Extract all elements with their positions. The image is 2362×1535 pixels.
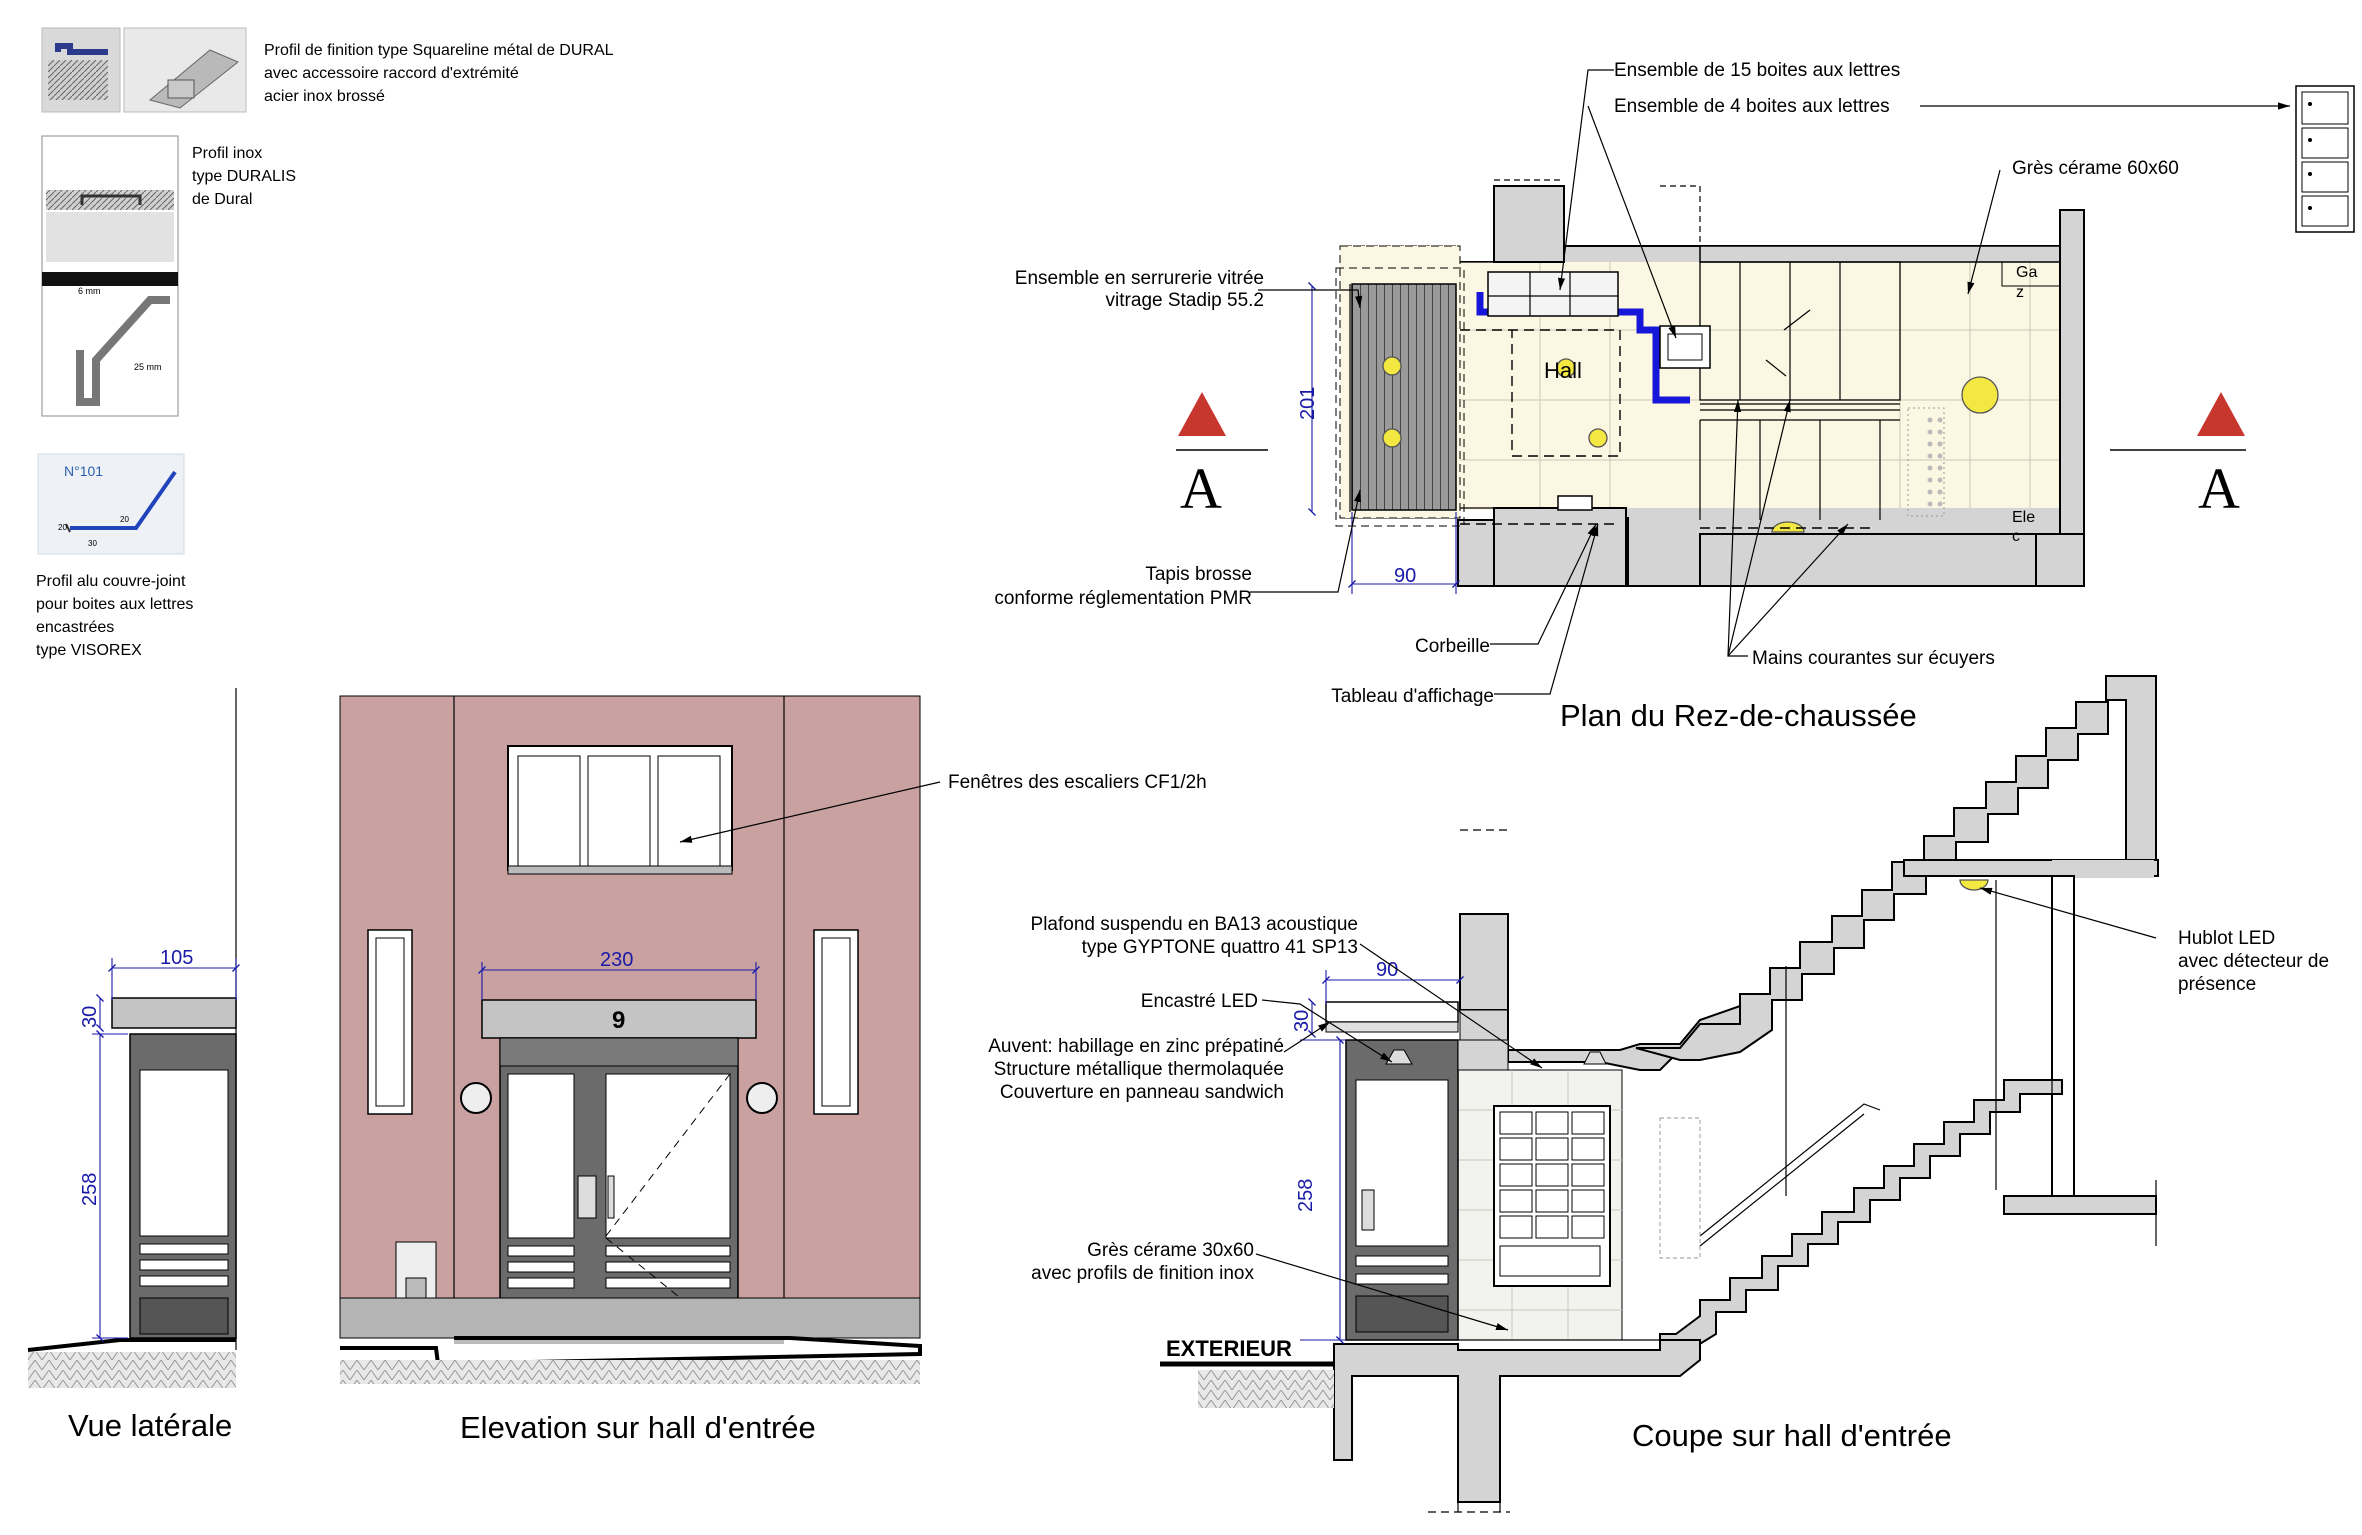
wall-lamp-left: [460, 1082, 492, 1114]
section-ground: [1333, 1339, 1701, 1503]
duralis-profile-image: 6 mm 25 mm: [41, 135, 179, 417]
side-view: 105 30 258 Vue latérale: [27, 688, 240, 1443]
label-serrurerie-2: vitrage Stadip 55.2: [1106, 290, 1264, 311]
section-canopy: [1325, 1001, 1459, 1023]
label-boites-15: Ensemble de 15 boites aux lettres: [1614, 60, 1900, 81]
profile2-line3: de Dural: [192, 191, 252, 208]
section-wall-upper: [1459, 913, 1509, 1011]
mailbox-set-plan: [1487, 271, 1711, 369]
canopy: [481, 999, 757, 1039]
label-encastre: Encastré LED: [1141, 991, 1258, 1012]
visorex-profile-image: N°101 20 30 20: [37, 453, 185, 555]
profile2-line1: Profil inox: [192, 145, 262, 162]
label-hublot-1: Hublot LED: [2178, 928, 2275, 949]
label-hublot-2: avec détecteur de: [2178, 951, 2329, 972]
label-tableau: Tableau d'affichage: [1331, 686, 1494, 707]
elevation-title: Elevation sur hall d'entrée: [460, 1410, 816, 1445]
gas-label-1: Ga: [2016, 264, 2037, 281]
label-gres-60: Grès cérame 60x60: [2012, 158, 2179, 179]
profile3-line3: encastrées: [36, 619, 114, 636]
profile1-line3: acier inox brossé: [264, 88, 385, 105]
visorex-dim-2: 30: [88, 539, 97, 548]
label-corbeille: Corbeille: [1415, 636, 1490, 657]
label-plafond-2: type GYPTONE quattro 41 SP13: [1082, 937, 1358, 958]
section-marker-right: A: [2110, 392, 2246, 521]
label-fenetres: Fenêtres des escaliers CF1/2h: [948, 772, 1207, 793]
section-letter-left: A: [1180, 456, 1222, 521]
ceiling-light-4: [1588, 428, 1608, 448]
profile2-line2: type DURALIS: [192, 168, 296, 185]
profile-details: Profil de finition type Squareline métal…: [36, 27, 614, 659]
label-tapis-2: conforme réglementation PMR: [994, 588, 1252, 609]
door-mat: [1351, 283, 1457, 511]
tactile-strip: [1927, 417, 1943, 507]
ceiling-light-2: [1382, 428, 1402, 448]
ceiling-light-1: [1382, 356, 1402, 376]
handrail: [1699, 1103, 1881, 1237]
visorex-dim-1: 20: [58, 523, 67, 532]
profile1-line2: avec accessoire raccord d'extrémité: [264, 65, 519, 82]
bin-plan: [1557, 495, 1593, 511]
label-gres-30-2: avec profils de finition inox: [1031, 1263, 1254, 1284]
dim-side-105: 105: [160, 947, 193, 969]
plan-title: Plan du Rez-de-chaussée: [1560, 698, 1917, 733]
ceiling-light-main: [1961, 376, 1999, 414]
label-serrurerie-1: Ensemble en serrurerie vitrée: [1015, 268, 1264, 289]
visorex-code: N°101: [64, 463, 103, 479]
hall-label: Hall: [1544, 358, 1582, 383]
dim-section-90: 90: [1376, 959, 1398, 981]
profile2-img-label2: 25 mm: [134, 362, 162, 372]
section-title: Coupe sur hall d'entrée: [1632, 1418, 1952, 1453]
gas-label-2: z: [2016, 284, 2024, 301]
dim-plan-90: 90: [1394, 565, 1416, 587]
building-number: 9: [612, 1007, 625, 1034]
label-auvent-3: Couverture en panneau sandwich: [1000, 1082, 1284, 1103]
dim-plan-201: 201: [1297, 387, 1319, 420]
dim-section-258: 258: [1295, 1179, 1317, 1212]
section-marker-left: A: [1176, 392, 1268, 521]
elec-label-2: c: [2012, 528, 2020, 545]
side-view-title: Vue latérale: [68, 1408, 232, 1443]
wall-lamp-right: [746, 1082, 778, 1114]
label-tapis-1: Tapis brosse: [1145, 564, 1252, 585]
dim-side-30: 30: [79, 1006, 101, 1028]
section-letter-right: A: [2198, 456, 2240, 521]
four-mailbox-detail: [2295, 85, 2355, 233]
ground-floor-plan: A A: [994, 60, 2355, 733]
visorex-dim-3: 20: [120, 515, 129, 524]
label-boites-4: Ensemble de 4 boites aux lettres: [1614, 96, 1890, 117]
label-auvent-2: Structure métallique thermolaquée: [994, 1059, 1284, 1080]
side-window-right: [813, 929, 859, 1115]
ceiling-light-3: [1556, 358, 1576, 378]
label-mains-courantes: Mains courantes sur écuyers: [1752, 648, 1995, 669]
section-column: [2051, 875, 2075, 1207]
elec-label-1: Ele: [2012, 509, 2035, 526]
profile3-line1: Profil alu couvre-joint: [36, 573, 186, 590]
gas-meter-box: [2001, 261, 2061, 287]
profile2-img-label: 6 mm: [78, 286, 101, 296]
label-plafond-1: Plafond suspendu en BA13 acoustique: [1031, 914, 1358, 935]
label-auvent-1: Auvent: habillage en zinc prépatiné: [988, 1036, 1284, 1057]
label-exterieur: EXTERIEUR: [1166, 1336, 1292, 1361]
intercom: [577, 1175, 597, 1219]
label-gres-30-1: Grès cérame 30x60: [1087, 1240, 1254, 1261]
section-lower-stair: [1659, 1079, 2063, 1351]
profile3-line2: pour boites aux lettres: [36, 596, 193, 613]
section-mailbox-panel: [1493, 1105, 1611, 1287]
dim-elevation-230: 230: [600, 949, 633, 971]
squareline-profile-image: [41, 27, 247, 113]
entrance-elevation: 9 230 Fenêtres des escaliers CF1: [339, 695, 1207, 1445]
entrance-section: 90 30 258 Plafond suspendu en BA13 acous…: [988, 675, 2329, 1513]
profile3-line4: type VISOREX: [36, 642, 142, 659]
blue-partition: [1476, 292, 1690, 404]
label-hublot-3: présence: [2178, 974, 2256, 995]
profile1-line1: Profil de finition type Squareline métal…: [264, 42, 614, 59]
side-view-canopy: [111, 997, 237, 1029]
dim-side-258: 258: [79, 1173, 101, 1206]
dim-section-30: 30: [1291, 1010, 1313, 1032]
side-window-left: [367, 929, 413, 1115]
plan-stairs: [1699, 261, 1945, 520]
